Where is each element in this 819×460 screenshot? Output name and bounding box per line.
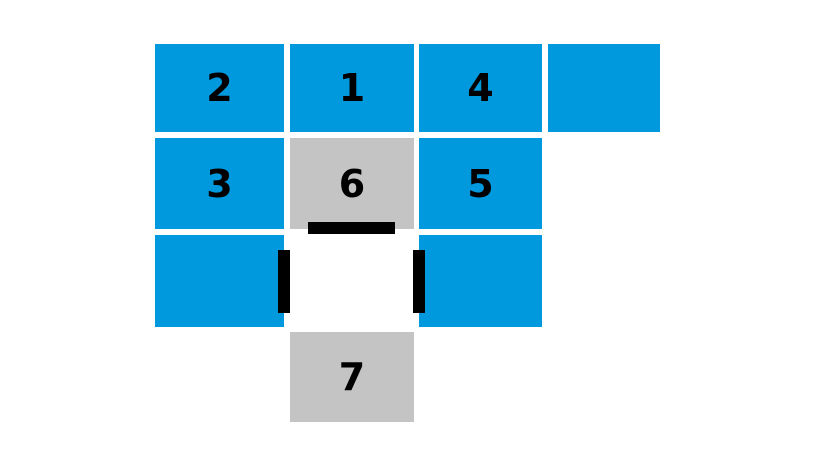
cell-7-label: 7 (338, 355, 366, 399)
cell-4-label: 4 (467, 66, 494, 110)
cell-5-label: 5 (467, 161, 494, 206)
wall-bar-horizontal (308, 222, 395, 234)
cell-6: 6 (290, 138, 414, 229)
cell-3-label: 3 (206, 161, 233, 206)
cell-1: 1 (290, 44, 414, 132)
cell-1-label: 1 (338, 66, 366, 110)
cell-5: 5 (419, 138, 542, 229)
cell-empty-left (155, 235, 284, 327)
wall-bar-right (413, 250, 425, 313)
cell-empty-top-right (548, 44, 660, 132)
cell-2: 2 (155, 44, 284, 132)
cell-2-label: 2 (206, 66, 233, 110)
wall-bar-left (278, 250, 290, 313)
cell-7: 7 (290, 332, 414, 422)
cell-empty-right (419, 235, 542, 327)
cell-6-label: 6 (338, 161, 366, 206)
cell-3: 3 (155, 138, 284, 229)
cell-4: 4 (419, 44, 542, 132)
